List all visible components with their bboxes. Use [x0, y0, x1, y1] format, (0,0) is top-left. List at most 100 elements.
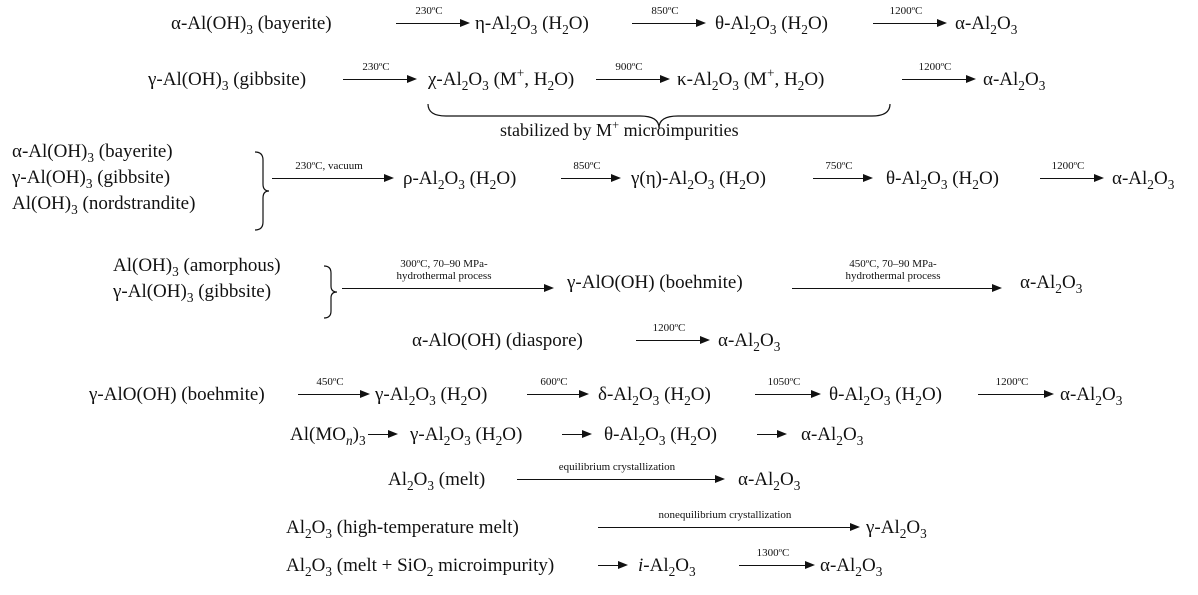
arrow-shaft [298, 394, 362, 395]
arrow-shaft [562, 434, 584, 435]
arrow-condition-label: 450ºC [316, 376, 344, 388]
arrow-head-icon [700, 336, 710, 344]
arrow-shaft [792, 288, 994, 289]
arrow-head-icon [850, 523, 860, 531]
compound-label: θ-Al2O3 (H2O) [715, 13, 829, 37]
reaction-arrow: 450ºC [298, 376, 370, 408]
arrow-condition-label: 450ºC, 70–90 MPa- [849, 258, 937, 270]
arrow-head-icon [582, 430, 592, 438]
arrow-condition-label: 230ºC, vacuum [295, 160, 363, 172]
arrow-condition-label: 600ºC [540, 376, 568, 388]
arrow-shaft [272, 178, 386, 179]
arrow-condition-label: hydrothermal process [396, 270, 492, 282]
compound-label: θ-Al2O3 (H2O) [604, 424, 718, 448]
arrow-head-icon [937, 19, 947, 27]
arrow-shaft [632, 23, 698, 24]
arrow-head-icon [1094, 174, 1104, 182]
arrow-shaft [978, 394, 1046, 395]
arrow-condition-label: 900ºC [615, 61, 643, 73]
compound-label: γ-AlO(OH) (boehmite) [89, 384, 265, 405]
arrow-condition-label: 300ºC, 70–90 MPa- [400, 258, 488, 270]
compound-label: γ(η)-Al2O3 (H2O) [631, 168, 766, 192]
arrow-head-icon [696, 19, 706, 27]
reaction-arrow [368, 418, 398, 448]
compound-label: Al2O3 (melt) [388, 469, 486, 493]
arrow-head-icon [992, 284, 1002, 292]
reaction-arrow: 1200ºC [1040, 160, 1104, 192]
arrow-condition-label: 1200ºC [995, 376, 1029, 388]
reaction-arrow: nonequilibrium crystallization [598, 509, 860, 541]
arrow-head-icon [863, 174, 873, 182]
arrow-condition-label: 230ºC [415, 5, 443, 17]
arrow-condition-label: hydrothermal process [845, 270, 941, 282]
arrow-shaft [813, 178, 865, 179]
arrow-condition-label: 1050ºC [767, 376, 801, 388]
arrow-head-icon [388, 430, 398, 438]
arrow-shaft [902, 79, 968, 80]
arrow-head-icon [407, 75, 417, 83]
reaction-arrow: 1300ºC [739, 547, 815, 579]
reaction-arrow: 300ºC, 70–90 MPa-hydrothermal process [342, 258, 554, 302]
arrow-shaft [598, 527, 852, 528]
arrow-shaft [755, 394, 813, 395]
reaction-arrow: equilibrium crystallization [517, 461, 725, 493]
arrow-condition-label: 750ºC [825, 160, 853, 172]
compound-label: α-Al2O3 [1112, 168, 1175, 192]
arrow-shaft [596, 79, 662, 80]
arrow-head-icon [544, 284, 554, 292]
reaction-arrow [562, 418, 592, 448]
arrow-head-icon [1044, 390, 1054, 398]
arrow-head-icon [384, 174, 394, 182]
arrow-head-icon [715, 475, 725, 483]
arrow-head-icon [360, 390, 370, 398]
compound-label: θ-Al2O3 (H2O) [886, 168, 1000, 192]
compound-label: α-Al2O3 [820, 555, 883, 579]
reaction-arrow: 1050ºC [755, 376, 821, 408]
arrow-shaft [636, 340, 702, 341]
arrow-condition-label: equilibrium crystallization [558, 461, 676, 473]
arrow-head-icon [811, 390, 821, 398]
compound-label: γ-Al2O3 [866, 517, 927, 541]
compound-label: ρ-Al2O3 (H2O) [403, 168, 517, 192]
compound-label: Al2O3 (melt + SiO2 microimpurity) [286, 555, 555, 579]
right-brace [323, 265, 338, 319]
reaction-arrow: 1200ºC [902, 61, 976, 93]
compound-label: Al2O3 (high-temperature melt) [286, 517, 519, 541]
arrow-shaft [368, 434, 390, 435]
arrow-condition-label: 850ºC [573, 160, 601, 172]
reaction-arrow: 1200ºC [636, 322, 710, 354]
arrow-shaft [517, 479, 717, 480]
compound-label: κ-Al2O3 (M+, H2O) [677, 65, 825, 93]
reaction-arrow: 1200ºC [873, 5, 947, 37]
compound-label: Al(OH)3 (amorphous) [113, 255, 281, 279]
reaction-arrow: 850ºC [561, 160, 621, 192]
arrow-head-icon [805, 561, 815, 569]
arrow-shaft [598, 565, 620, 566]
reaction-arrow: 600ºC [527, 376, 589, 408]
arrow-shaft [757, 434, 779, 435]
compound-label: Al(MOn)3 [290, 424, 366, 448]
underbrace [427, 103, 891, 129]
reaction-arrow: 450ºC, 70–90 MPa-hydrothermal process [792, 258, 1002, 302]
compound-label: γ-AlO(OH) (boehmite) [567, 272, 743, 293]
arrow-head-icon [618, 561, 628, 569]
compound-label: α-Al2O3 [718, 330, 781, 354]
compound-label: δ-Al2O3 (H2O) [598, 384, 711, 408]
right-brace [254, 151, 270, 231]
arrow-shaft [396, 23, 462, 24]
compound-label: θ-Al2O3 (H2O) [829, 384, 943, 408]
arrow-condition-label: 1200ºC [1051, 160, 1085, 172]
reaction-arrow: 900ºC [596, 61, 670, 93]
arrow-shaft [527, 394, 581, 395]
compound-label: Al(OH)3 (nordstrandite) [12, 193, 196, 217]
compound-label: α-AlO(OH) (diaspore) [412, 330, 583, 351]
arrow-shaft [739, 565, 807, 566]
compound-label: γ-Al(OH)3 (gibbsite) [12, 167, 171, 191]
compound-label: α-Al2O3 [1020, 272, 1083, 296]
arrow-shaft [1040, 178, 1096, 179]
arrow-shaft [561, 178, 613, 179]
arrow-condition-label: 1200ºC [652, 322, 686, 334]
arrow-condition-label: nonequilibrium crystallization [658, 509, 792, 521]
compound-label: α-Al2O3 [801, 424, 864, 448]
